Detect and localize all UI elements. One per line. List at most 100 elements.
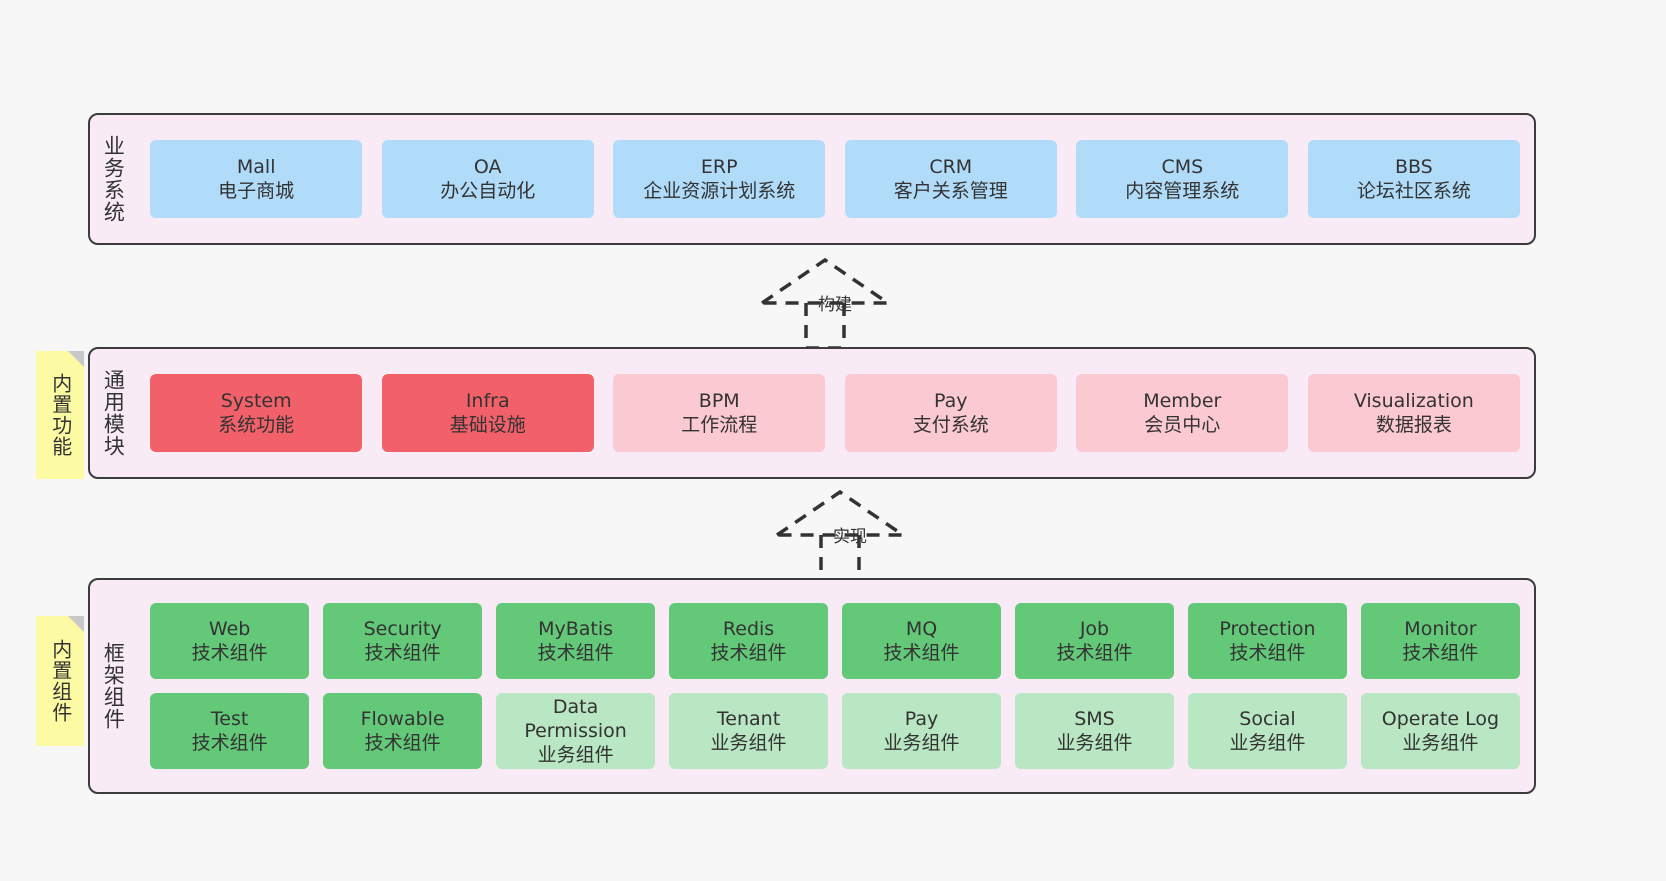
component-card-subtitle: 办公自动化 [440, 180, 536, 202]
component-card-title: Redis [722, 617, 775, 640]
layer-title-business: 业务系统 [101, 135, 126, 223]
component-card-title: Member [1143, 389, 1222, 412]
component-card-subtitle: 技术组件 [710, 642, 787, 664]
component-card-subtitle: 技术组件 [1229, 642, 1306, 664]
note-builtin-component: 内置组件 [36, 616, 84, 746]
component-card-title: MQ [905, 617, 938, 640]
connector-build: 构建 [740, 248, 940, 350]
component-card-subtitle: 内容管理系统 [1125, 180, 1240, 202]
connector-implement-label: 实现 [833, 527, 867, 547]
note-builtin-function: 内置功能 [36, 351, 84, 479]
component-card-title: Security [363, 617, 442, 640]
component-card-subtitle: 支付系统 [912, 414, 989, 436]
component-card-subtitle: 客户关系管理 [893, 180, 1008, 202]
component-card-title: SMS [1074, 707, 1115, 730]
component-card-title: Operate Log [1381, 707, 1500, 730]
component-card-subtitle: 技术组件 [364, 732, 441, 754]
component-card-subtitle: 业务组件 [883, 732, 960, 754]
component-card-title: System [220, 389, 292, 412]
component-card-subtitle: 电子商城 [218, 180, 295, 202]
component-card-subtitle: 数据报表 [1375, 414, 1452, 436]
component-card-title: Protection [1219, 617, 1316, 640]
component-card-subtitle: 企业资源计划系统 [643, 180, 796, 202]
component-card-title: Visualization [1353, 389, 1474, 412]
component-card-subtitle: 工作流程 [681, 414, 758, 436]
component-card-title: BBS [1394, 155, 1433, 178]
component-card-title: Tenant [716, 707, 781, 730]
component-card-subtitle: 技术组件 [883, 642, 960, 664]
component-card-title: Infra [465, 389, 510, 412]
layer-title-module: 通用模块 [101, 369, 126, 457]
component-card-title: Mall [236, 155, 276, 178]
component-card-subtitle: 技术组件 [191, 642, 268, 664]
component-card-title: Web [208, 617, 251, 640]
component-card-subtitle: 业务组件 [710, 732, 787, 754]
note-builtin-component-label: 内置组件 [48, 639, 73, 723]
component-card-subtitle: 技术组件 [1056, 642, 1133, 664]
component-card-title: Test [210, 707, 249, 730]
component-card-subtitle: 技术组件 [537, 642, 614, 664]
component-card-subtitle: 论坛社区系统 [1356, 180, 1471, 202]
component-card-subtitle: 技术组件 [191, 732, 268, 754]
connector-build-label: 构建 [818, 295, 852, 315]
component-card-title: ERP [700, 155, 738, 178]
component-card-title: CRM [929, 155, 973, 178]
component-card-title: Pay [934, 389, 968, 412]
connector-implement: 实现 [755, 480, 955, 582]
component-card-title: Flowable [360, 707, 445, 730]
component-card-title: BPM [698, 389, 740, 412]
component-card-subtitle: 基础设施 [449, 414, 526, 436]
component-card-title: Data Permission [524, 695, 627, 742]
component-card-title: Pay [904, 707, 939, 730]
component-card-title: Job [1079, 617, 1110, 640]
component-card-subtitle: 技术组件 [1402, 642, 1479, 664]
component-card-title: Social [1239, 707, 1296, 730]
component-card-subtitle: 业务组件 [1056, 732, 1133, 754]
component-card-subtitle: 会员中心 [1144, 414, 1221, 436]
component-card-title: CMS [1161, 155, 1204, 178]
component-card-subtitle: 业务组件 [1402, 732, 1479, 754]
component-card-title: Monitor [1404, 617, 1477, 640]
layer-title-framework: 框架组件 [101, 642, 126, 730]
note-builtin-function-label: 内置功能 [48, 373, 73, 457]
component-card-subtitle: 业务组件 [1229, 732, 1306, 754]
component-card-subtitle: 系统功能 [218, 414, 295, 436]
